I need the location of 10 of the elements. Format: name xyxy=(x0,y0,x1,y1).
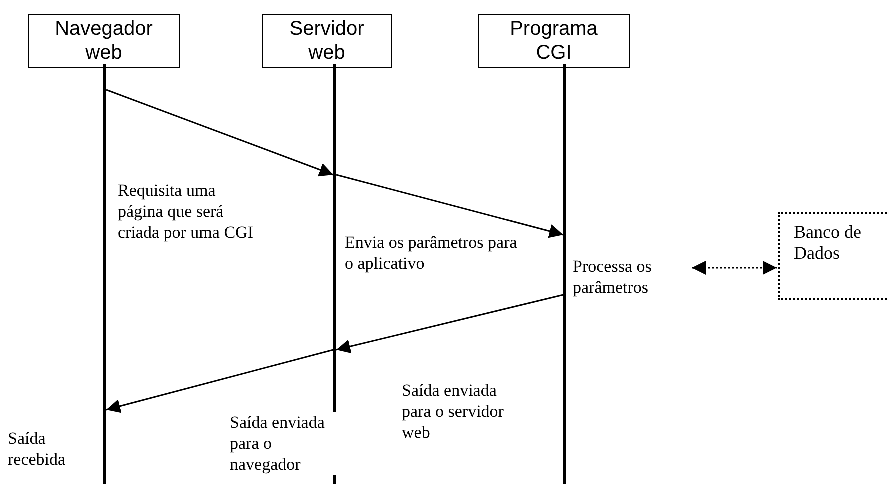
message-arrow xyxy=(106,89,334,177)
database-box: Banco de Dados xyxy=(778,212,888,300)
message-arrow xyxy=(336,174,564,238)
message-arrow xyxy=(336,294,564,354)
process-note: Processa os parâmetros xyxy=(573,256,691,300)
message-arrow xyxy=(106,349,334,414)
participant-box: Navegador web xyxy=(28,14,180,68)
message-arrow xyxy=(692,261,777,275)
participant-box: Programa CGI xyxy=(478,14,630,68)
participant-box: Servidor web xyxy=(262,14,392,68)
